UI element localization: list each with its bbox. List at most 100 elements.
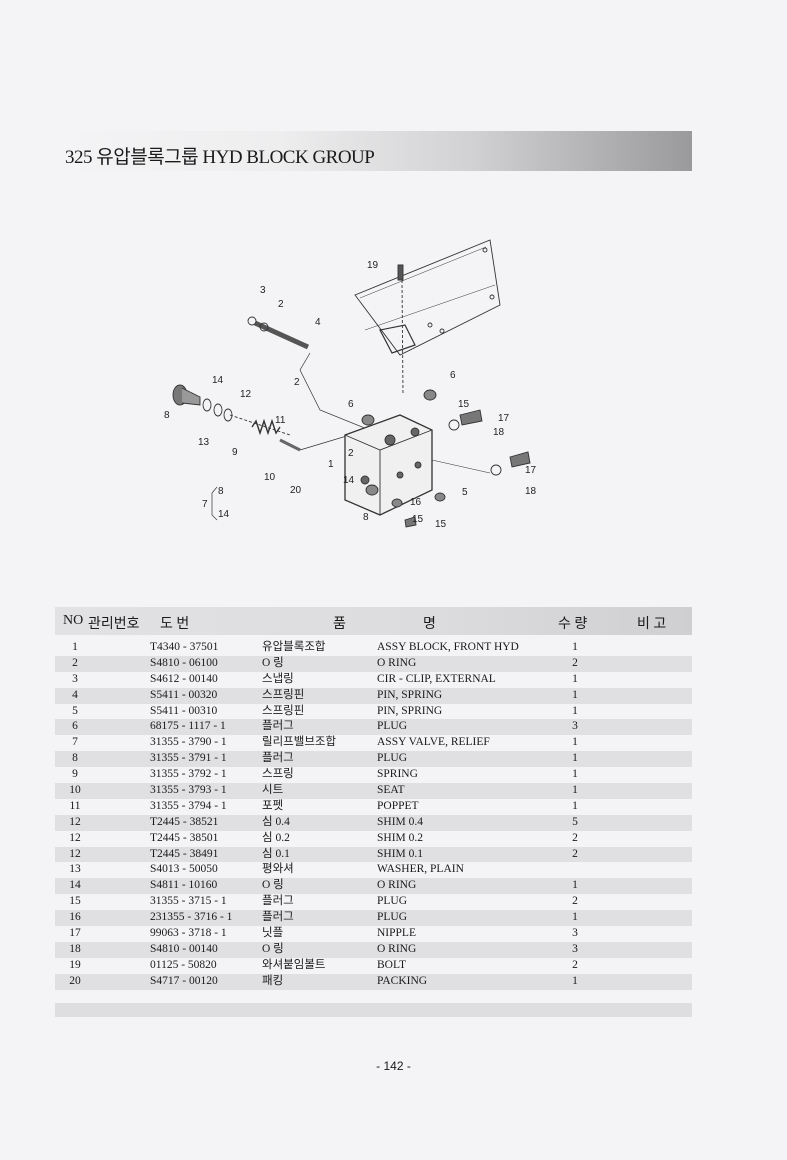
row-quantity: 3 (572, 927, 578, 940)
callout-label: 2 (348, 448, 354, 459)
row-quantity: 1 (572, 752, 578, 765)
row-english-name: SHIM 0.2 (377, 831, 424, 844)
callout-label: 14 (218, 509, 230, 520)
callout-label: 15 (458, 399, 470, 410)
row-no: 1 (72, 641, 78, 653)
row-part-number: 31355 - 3791 - 1 (150, 752, 227, 765)
row-english-name: SHIM 0.1 (377, 847, 424, 860)
row-korean-name: 스프링 (262, 768, 294, 781)
row-no: 7 (72, 736, 78, 749)
callout-label: 19 (367, 260, 379, 271)
row-quantity: 1 (572, 688, 578, 701)
row-quantity: 2 (572, 831, 578, 844)
callout-label: 8 (218, 486, 224, 497)
callout-label: 5 (462, 487, 468, 498)
callout-label: 6 (348, 399, 354, 410)
row-quantity: 5 (572, 815, 578, 828)
callout-label: 10 (264, 472, 276, 483)
row-part-number: 31355 - 3794 - 1 (150, 799, 227, 812)
row-no: 6 (72, 720, 78, 733)
row-english-name: ASSY VALVE, RELIEF (377, 736, 490, 749)
header-no: NO (63, 613, 84, 628)
row-english-name: ASSY BLOCK, FRONT HYD (377, 641, 519, 653)
row-english-name: PIN, SPRING (377, 688, 443, 701)
row-no: 10 (69, 784, 81, 797)
row-korean-name: 스냅링 (262, 672, 294, 685)
row-quantity: 1 (572, 799, 578, 812)
section-title: 325 유압블록그룹 HYD BLOCK GROUP (65, 147, 375, 168)
row-korean-name: 플러그 (262, 720, 294, 733)
row-quantity: 1 (572, 784, 578, 797)
row-no: 18 (69, 942, 81, 955)
row-part-number: S4810 - 00140 (150, 942, 218, 955)
row-english-name: BOLT (377, 958, 406, 971)
row-no: 20 (69, 974, 81, 987)
row-no: 19 (69, 958, 81, 971)
callout-label: 8 (164, 410, 170, 421)
callout-label: 6 (450, 370, 456, 381)
row-quantity: 1 (572, 672, 578, 685)
row-part-number: T2445 - 38521 (150, 815, 219, 828)
row-korean-name: O 링 (262, 879, 284, 892)
row-part-number: 31355 - 3792 - 1 (150, 768, 227, 781)
row-korean-name: 심 0.4 (262, 815, 290, 828)
row-korean-name: 플러그 (262, 752, 294, 765)
row-english-name: PACKING (377, 974, 428, 987)
row-korean-name: 심 0.2 (262, 831, 290, 844)
row-quantity: 2 (572, 958, 578, 971)
header-quantity: 수 량 (558, 617, 588, 632)
row-part-number: S5411 - 00310 (150, 704, 218, 717)
row-english-name: SEAT (377, 784, 405, 797)
row-part-number: T2445 - 38501 (150, 831, 219, 844)
row-english-name: SPRING (377, 768, 418, 781)
row-quantity: 3 (572, 942, 578, 955)
callout-label: 2 (278, 299, 284, 310)
row-english-name: PLUG (377, 911, 408, 924)
row-english-name: O RING (377, 656, 417, 669)
row-english-name: PLUG (377, 895, 408, 908)
row-quantity: 1 (572, 911, 578, 924)
row-no: 9 (72, 768, 78, 781)
row-korean-name: 패킹 (262, 974, 284, 987)
row-part-number: 68175 - 1117 - 1 (150, 720, 226, 733)
row-part-number: 231355 - 3716 - 1 (150, 911, 233, 924)
callout-label: 17 (498, 413, 510, 424)
header-name-part-b: 명 (423, 617, 436, 632)
row-korean-name: 플러그 (262, 895, 294, 908)
row-quantity: 1 (572, 768, 578, 781)
row-korean-name: O 링 (262, 942, 284, 955)
callout-label: 8 (363, 512, 369, 523)
callout-label: 14 (343, 475, 355, 486)
row-part-number: 31355 - 3793 - 1 (150, 784, 227, 797)
row-english-name: PLUG (377, 720, 408, 733)
callout-label: 7 (202, 499, 208, 510)
page-number: - 142 - (376, 1059, 411, 1073)
row-quantity: 1 (572, 736, 578, 749)
header-management-no: 관리번호 (88, 617, 140, 632)
row-no: 5 (72, 704, 78, 717)
row-korean-name: 심 0.1 (262, 847, 290, 860)
row-part-number: S4612 - 00140 (150, 672, 218, 685)
row-quantity: 2 (572, 656, 578, 669)
row-english-name: CIR - CLIP, EXTERNAL (377, 672, 496, 685)
row-no: 13 (69, 863, 81, 876)
row-part-number: 31355 - 3790 - 1 (150, 736, 227, 749)
row-quantity: 1 (572, 641, 578, 653)
table-row: 9 31355 - 3792 - 1 스프링 SPRING 1 (55, 767, 692, 783)
row-english-name: SHIM 0.4 (377, 815, 424, 828)
row-korean-name: 평와셔 (262, 863, 294, 876)
callout-label: 15 (435, 519, 447, 530)
